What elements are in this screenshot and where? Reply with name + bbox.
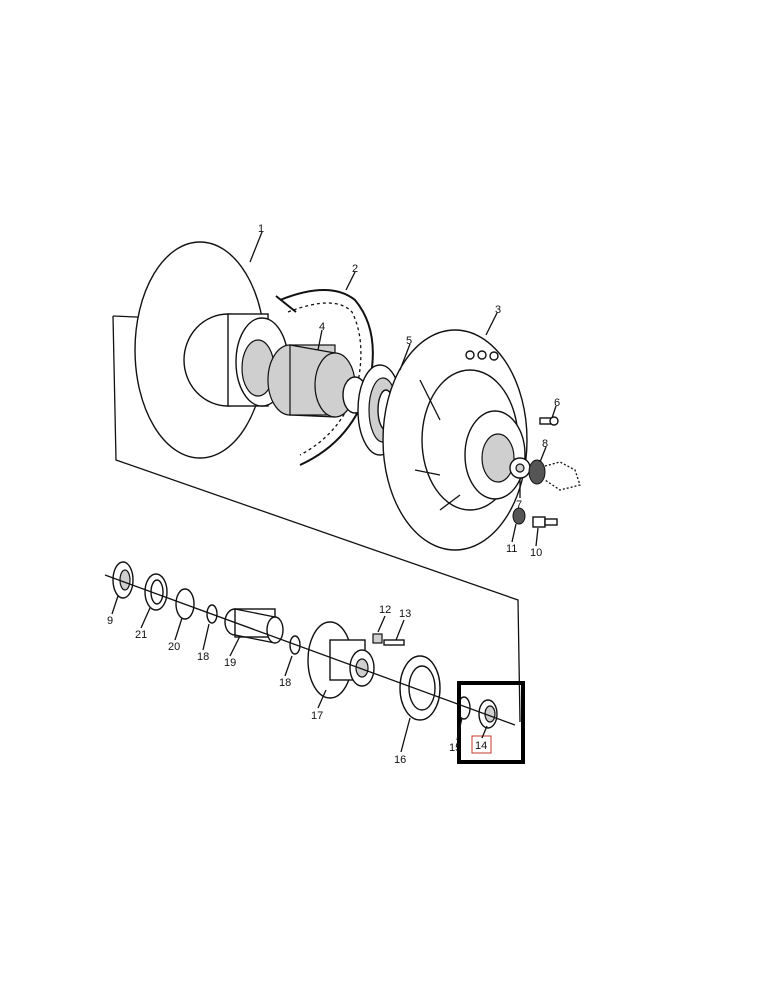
part-7-sprocket [509,457,531,479]
part-12-bolt [372,633,383,644]
part-labels: 1 2 3 4 5 6 7 8 9 10 11 12 13 14 15 16 1… [107,223,560,766]
part-13-pin [383,639,405,646]
label-part-20: 20 [168,641,180,653]
part-14-seal [478,699,498,729]
part-10-bolt [532,516,558,528]
part-6-grease-nipple [539,416,559,426]
label-part-14: 14 [475,740,487,752]
label-part-6: 6 [554,397,560,409]
label-part-21: 21 [135,629,147,641]
label-part-5: 5 [406,335,412,347]
label-part-16: 16 [394,754,406,766]
label-part-12: 12 [379,604,391,616]
part-8-bearing [528,459,581,491]
label-part-18b: 18 [279,677,291,689]
label-part-7: 7 [516,499,522,511]
label-part-11: 11 [506,543,517,555]
label-part-15: 15 [449,742,461,754]
highlight-box-part-14 [457,681,525,764]
part-4-gear-shaft [267,344,368,418]
label-part-13: 13 [399,608,411,620]
part-19-sleeve [224,608,284,644]
label-part-4: 4 [319,321,325,333]
label-part-8: 8 [542,438,548,450]
part-17-hub [307,621,375,699]
leader-lines [111,231,557,753]
part-3-pulley-flange [382,329,528,551]
highlight-label-frame [471,735,492,754]
part-16-gasket [399,655,441,721]
part-11-nut [512,507,526,525]
label-part-1: 1 [258,223,264,235]
part-21-ring [144,573,168,611]
label-part-19: 19 [224,657,236,669]
label-part-17: 17 [311,710,323,722]
label-part-9: 9 [107,615,113,627]
part-1-drive-disc [134,241,289,459]
label-part-18a: 18 [197,651,209,663]
part-9-seal [112,561,134,599]
part-2-toothed-belt [275,289,374,466]
label-part-2: 2 [352,263,358,275]
label-part-10: 10 [530,547,542,559]
label-part-3: 3 [495,304,501,316]
